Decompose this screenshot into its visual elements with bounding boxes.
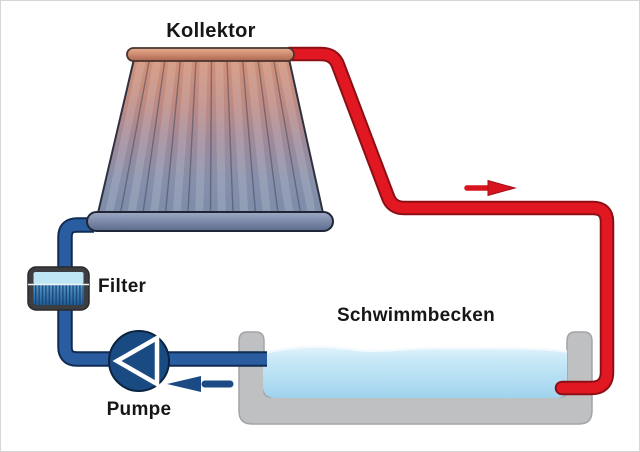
collector-tube-ridges <box>119 58 302 214</box>
water-surface-highlight <box>262 345 568 355</box>
pool-water <box>263 346 567 398</box>
collector-icon <box>86 47 334 232</box>
filter-icon <box>27 266 90 311</box>
cold-pipe <box>57 217 267 367</box>
collector-tube-highlights <box>105 59 316 213</box>
hot-flow-arrow-icon <box>464 179 517 197</box>
cold-flow-arrow-icon <box>167 376 234 392</box>
collector-top-header <box>126 47 295 62</box>
pump-icon <box>108 330 170 392</box>
filter-label: Filter <box>98 276 147 297</box>
pool-basin <box>238 331 593 425</box>
collector-bottom-header <box>86 211 334 232</box>
pool-label: Schwimmbecken <box>336 305 496 326</box>
collector-label: Kollektor <box>166 20 256 42</box>
pump-label: Pumpe <box>106 399 172 420</box>
pool-icon <box>238 331 593 425</box>
hot-pipe <box>282 46 615 396</box>
